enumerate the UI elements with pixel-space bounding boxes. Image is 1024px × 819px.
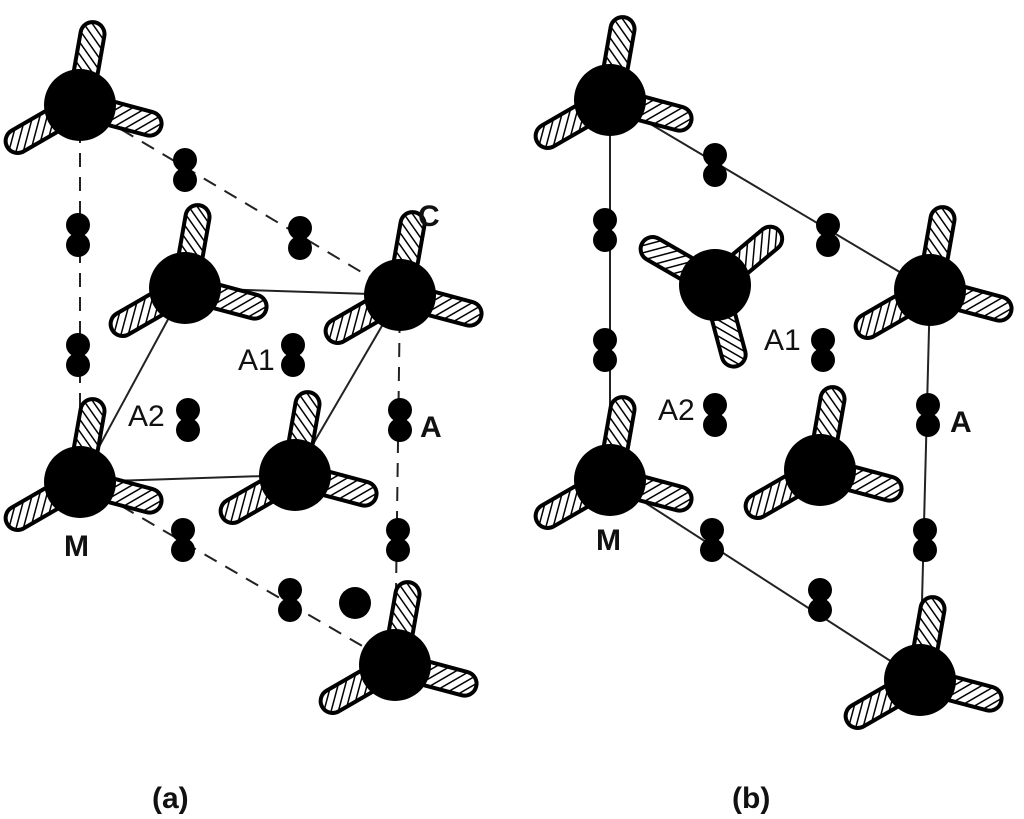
anion-dimer: [816, 213, 840, 257]
frame-edge: [394, 294, 401, 666]
frame-edge: [79, 481, 396, 666]
metal-atom: [44, 446, 116, 518]
frame-edge: [609, 99, 931, 291]
label-a: A: [420, 411, 442, 444]
complex-molecule: [638, 224, 785, 369]
metal-atom: [884, 644, 956, 716]
complex-molecule: [218, 390, 379, 525]
label-a2-b: A2: [658, 394, 695, 427]
anion-dimer: [593, 328, 617, 372]
anion-dimer: [811, 328, 835, 372]
complex-molecule: [533, 395, 694, 530]
complex-molecule: [323, 210, 484, 345]
anion-dimer: [66, 333, 90, 377]
caption-a: (a): [152, 782, 189, 815]
anion-dimer: [808, 578, 832, 622]
anion-dimer: [703, 143, 727, 187]
complex-molecule: [743, 385, 904, 520]
anion-dimer: [388, 398, 412, 442]
complex-molecule: [3, 20, 164, 155]
anion-dimer: [703, 393, 727, 437]
complex-molecule: [533, 15, 694, 150]
metal-atom: [359, 629, 431, 701]
single-atom: [339, 587, 371, 619]
label-a-b: A: [950, 406, 972, 439]
anion-dimer: [171, 518, 195, 562]
complex-molecule: [853, 205, 1014, 340]
label-c: C: [418, 200, 440, 233]
label-a1-b: A1: [764, 324, 801, 357]
label-m: M: [64, 530, 89, 563]
frame-edge: [79, 104, 401, 296]
complex-molecule: [108, 203, 269, 338]
anion-dimer: [913, 518, 937, 562]
anion-dimer: [916, 393, 940, 437]
complex-molecule: [3, 397, 164, 532]
anion-dimer: [173, 148, 197, 192]
metal-atom: [44, 69, 116, 141]
metal-atom: [784, 434, 856, 506]
metal-atom: [574, 444, 646, 516]
frame-edge: [609, 479, 921, 681]
anion-dimer: [66, 213, 90, 257]
metal-atom: [894, 254, 966, 326]
label-a2: A2: [128, 400, 165, 433]
anion-dimer: [288, 216, 312, 260]
metal-atom: [574, 64, 646, 136]
anion-dimer: [593, 208, 617, 252]
caption-b: (b): [732, 782, 770, 815]
metal-atom: [364, 259, 436, 331]
anion-dimer: [278, 578, 302, 622]
metal-atom: [259, 439, 331, 511]
anion-dimer: [700, 518, 724, 562]
anion-dimer: [386, 518, 410, 562]
complex-molecule: [318, 580, 479, 715]
label-a1: A1: [238, 344, 275, 377]
anion-dimer: [281, 333, 305, 377]
metal-atom: [679, 249, 751, 321]
complex-molecule: [843, 595, 1004, 730]
metal-atom: [149, 252, 221, 324]
label-m-b: M: [596, 524, 621, 557]
anion-dimer: [176, 398, 200, 442]
